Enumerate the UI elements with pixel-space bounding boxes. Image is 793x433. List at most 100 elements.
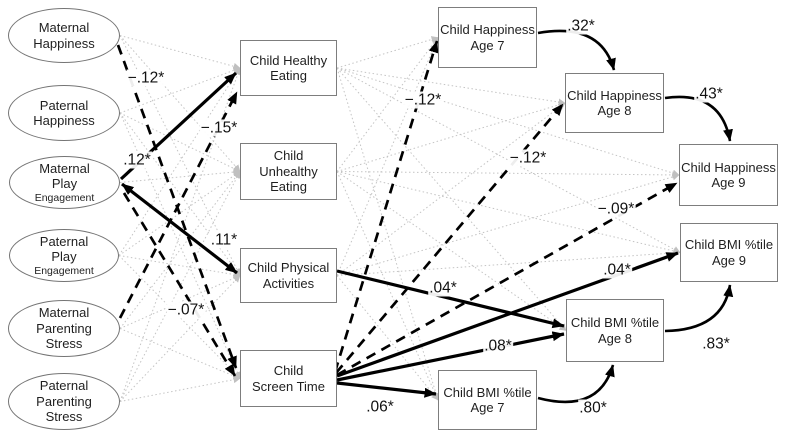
- node-label-line: Eating: [270, 179, 307, 195]
- path-child-screen-time-to-child-happiness-age-7: [333, 40, 439, 373]
- nonsignificant-path-maternal-parenting-stress-to-child-physical-activities: [119, 274, 241, 329]
- nonsignificant-path-paternal-parenting-stress-to-child-screen-time: [119, 376, 241, 402]
- node-label-line: Age 8: [597, 103, 632, 118]
- node-label-line: Child BMI %tile: [443, 384, 532, 400]
- node-label-line: Parenting: [36, 393, 92, 409]
- coefficient-label-child-screen-time-to-child-happiness-age-9: −.09*: [596, 200, 636, 218]
- nonsignificant-path-child-unhealthy-eating-to-child-happiness-age-9: [336, 171, 680, 179]
- path-child-bmi-percentile-age-7-to-child-bmi-percentile-age-8: [537, 364, 615, 404]
- nonsignificant-path-child-healthy-eating-to-child-happiness-age-8: [336, 67, 566, 106]
- coefficient-label-maternal-parenting-stress-to-child-healthy-eating: −.15*: [199, 119, 239, 137]
- node-label-line: Age 7: [470, 37, 505, 53]
- node-label-line: Child: [273, 148, 304, 164]
- node-label-line: Age 7: [470, 400, 505, 415]
- node-label-line: Child Happiness: [567, 87, 662, 103]
- coefficient-label-child-screen-time-to-child-happiness-age-8: −.12*: [508, 149, 548, 167]
- path-child-physical-activities-to-child-bmi-percentile-age-8: [336, 269, 565, 329]
- node-label-line: Child Happiness: [440, 22, 535, 37]
- coefficient-label-maternal-play-engagement-to-child-healthy-eating: .12*: [122, 151, 152, 169]
- path-child-happiness-age-7-to-child-happiness-age-8: [537, 29, 616, 71]
- node-label-line: Maternal: [38, 20, 90, 35]
- nonsignificant-path-paternal-happiness-to-child-healthy-eating: [119, 67, 241, 114]
- coefficient-label-maternal-happiness-to-child-screen-time: −.12*: [126, 69, 166, 87]
- nonsignificant-path-child-unhealthy-eating-to-child-bmi-percentile-age-9: [336, 171, 681, 255]
- node-label-line: Activities: [262, 275, 315, 291]
- node-label-line: Happiness: [33, 113, 95, 128]
- path-child-screen-time-to-child-happiness-age-8: [334, 103, 565, 374]
- path-child-happiness-age-8-to-child-happiness-age-9: [664, 95, 733, 142]
- node-label-line: Engagement: [34, 264, 94, 277]
- node-label-line: Paternal: [39, 97, 89, 113]
- nonsignificant-path-child-physical-activities-to-child-bmi-percentile-age-7: [336, 275, 439, 401]
- coefficient-label-child-screen-time-to-child-bmi-percentile-age-7: .06*: [365, 398, 395, 416]
- node-label-line: Child Healthy: [249, 52, 328, 68]
- nonsignificant-path-paternal-play-engagement-to-child-physical-activities: [118, 255, 241, 278]
- node-label-line: Play: [51, 176, 78, 192]
- coefficient-label-child-happiness-age-7-to-child-happiness-age-8: .32*: [566, 17, 596, 35]
- node-label-line: Age 8: [598, 330, 632, 346]
- coefficient-label-child-bmi-percentile-age-8-to-child-bmi-percentile-age-9: .83*: [701, 335, 731, 353]
- node-label-line: Unhealthy: [259, 163, 318, 179]
- node-label-line: Maternal: [39, 160, 90, 176]
- node-label-line: Child Happiness: [681, 159, 776, 175]
- nonsignificant-path-paternal-parenting-stress-to-child-physical-activities: [119, 275, 241, 402]
- nonsignificant-path-child-healthy-eating-to-child-bmi-percentile-age-7: [336, 67, 440, 401]
- nonsignificant-path-child-healthy-eating-to-child-bmi-percentile-age-9: [336, 67, 681, 253]
- node-label-line: Play: [51, 249, 77, 265]
- node-label-line: Child Physical: [247, 260, 330, 275]
- node-label-line: Stress: [45, 336, 83, 352]
- node-label-line: Paternal: [39, 233, 89, 249]
- coefficient-label-child-physical-activities-to-child-bmi-percentile-age-8: .04*: [428, 279, 458, 297]
- node-label-line: Screen Time: [252, 378, 325, 394]
- node-label-line: Eating: [270, 68, 307, 83]
- coefficient-label-child-screen-time-to-child-bmi-percentile-age-9: .04*: [602, 261, 632, 279]
- node-label-line: Age 9: [711, 175, 746, 190]
- nonsignificant-path-child-physical-activities-to-child-happiness-age-9: [336, 173, 680, 276]
- nonsignificant-path-maternal-parenting-stress-to-child-screen-time: [119, 328, 241, 380]
- coefficient-label-child-screen-time-to-child-bmi-percentile-age-8: .08*: [483, 337, 513, 355]
- node-label-line: Engagement: [34, 191, 95, 204]
- node-label-line: Child BMI %tile: [570, 315, 660, 330]
- coefficient-label-child-happiness-age-8-to-child-happiness-age-9: .43*: [694, 85, 724, 103]
- coefficient-label-maternal-play-engagement-to-child-physical-activities: .11*: [209, 231, 239, 249]
- nonsignificant-path-maternal-play-engagement-to-child-unhealthy-eating: [119, 168, 241, 183]
- node-label-line: Stress: [45, 409, 83, 425]
- coefficient-label-child-bmi-percentile-age-7-to-child-bmi-percentile-age-8: .80*: [578, 399, 608, 417]
- nonsignificant-path-child-unhealthy-eating-to-child-bmi-percentile-age-8: [336, 171, 567, 331]
- nonsignificant-path-paternal-play-engagement-to-child-screen-time: [118, 255, 241, 379]
- node-label-line: Age 9: [712, 252, 746, 268]
- node-label-line: Child: [273, 363, 304, 378]
- path-maternal-play-engagement-to-child-screen-time: [122, 192, 237, 377]
- path-child-bmi-percentile-age-8-to-child-bmi-percentile-age-9: [664, 284, 734, 333]
- node-label-line: Paternal: [39, 378, 89, 394]
- significant-paths-group: [116, 29, 734, 404]
- nonsignificant-path-child-physical-activities-to-child-happiness-age-7: [336, 37, 439, 276]
- node-label-line: Parenting: [36, 320, 92, 336]
- path-child-screen-time-to-child-bmi-percentile-age-8: [336, 331, 565, 382]
- nonsignificant-path-maternal-happiness-to-child-healthy-eating: [119, 35, 241, 70]
- coefficient-label-maternal-play-engagement-to-child-screen-time: −.07*: [166, 301, 206, 319]
- node-label-line: Maternal: [38, 305, 90, 321]
- path-maternal-play-engagement-to-child-physical-activities: [121, 182, 238, 275]
- nonsignificant-path-child-physical-activities-to-child-bmi-percentile-age-9: [336, 249, 681, 276]
- nonsignificant-path-child-healthy-eating-to-child-happiness-age-7: [336, 36, 439, 69]
- coefficient-label-child-screen-time-to-child-happiness-age-7: −.12*: [403, 91, 443, 109]
